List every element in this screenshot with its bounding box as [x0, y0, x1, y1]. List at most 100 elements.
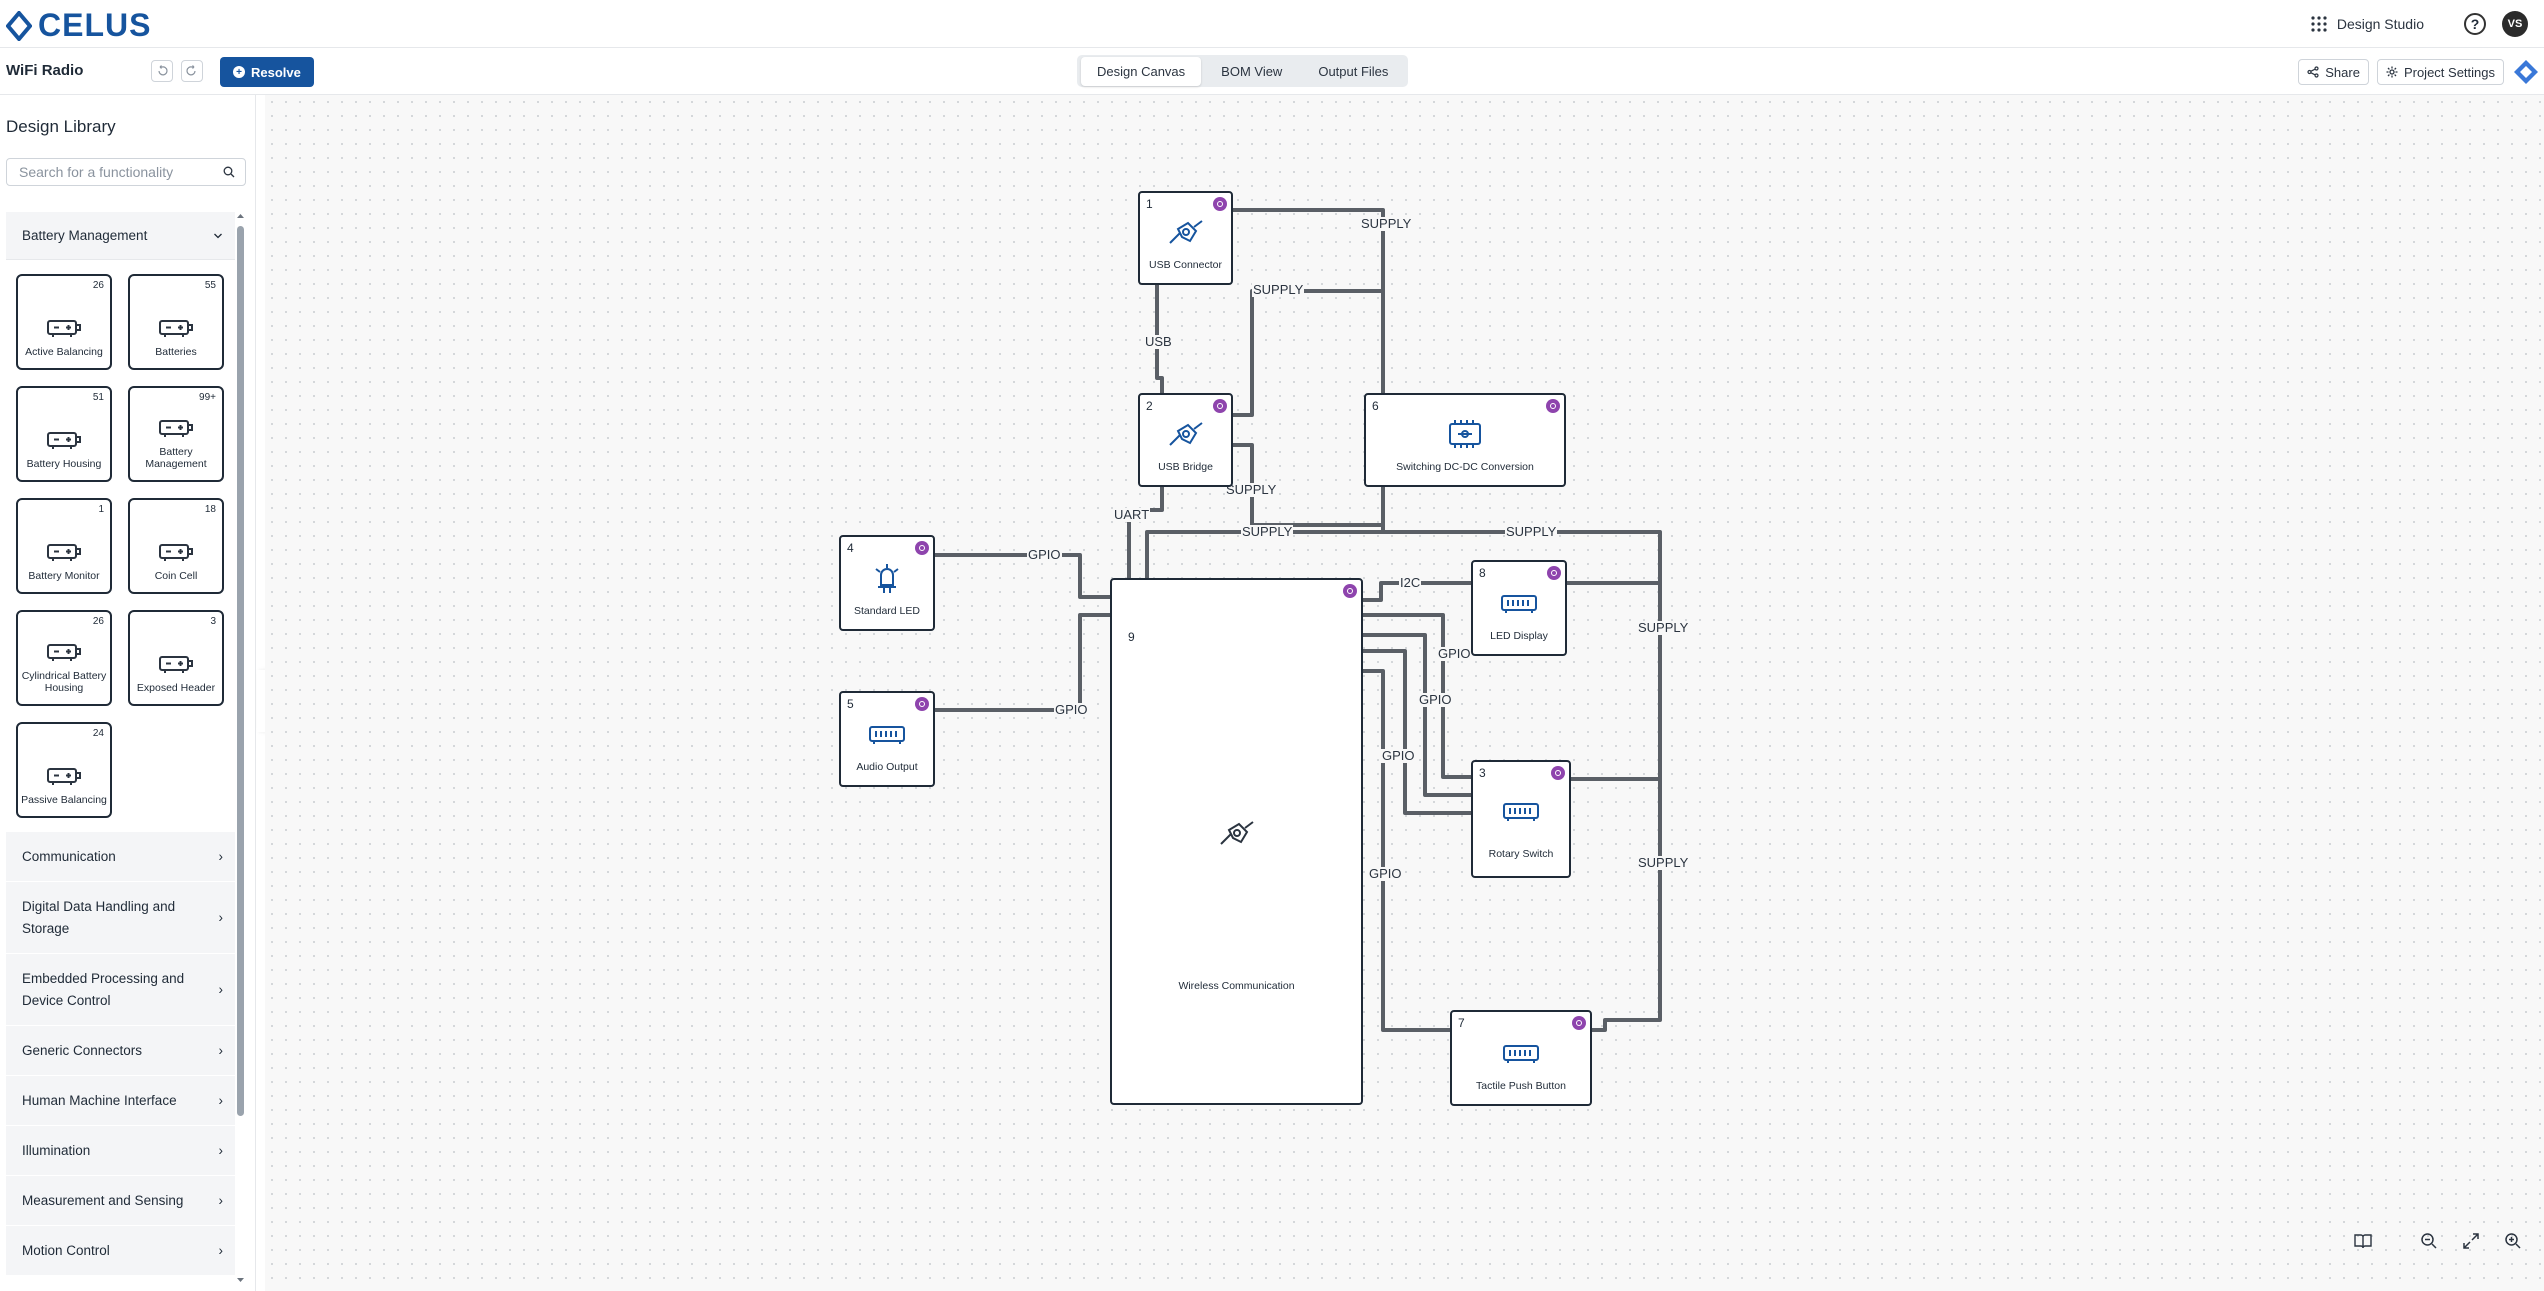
- component-label: Exposed Header: [136, 682, 216, 694]
- block-name: Wireless Communication: [1178, 980, 1295, 992]
- design-library-sidebar: Design Library Battery Management 26Acti…: [0, 95, 256, 1291]
- scroll-down-icon[interactable]: [236, 1276, 245, 1284]
- block-switching-dcdc[interactable]: 6 Switching DC-DC Conversion: [1364, 393, 1566, 487]
- label-uart: UART: [1113, 507, 1151, 522]
- wire-supply-1: [1233, 208, 1385, 487]
- status-badge[interactable]: [1343, 584, 1357, 598]
- block-usb-bridge[interactable]: 2 USB Bridge: [1138, 393, 1233, 487]
- block-rotary-switch[interactable]: 3 Rotary Switch: [1471, 760, 1571, 878]
- redo-button[interactable]: [181, 60, 203, 82]
- library-search: [6, 158, 246, 186]
- redo-icon: [186, 65, 196, 76]
- block-standard-led[interactable]: 4 Standard LED: [839, 535, 935, 631]
- status-badge[interactable]: [1546, 399, 1560, 413]
- project-settings-label: Project Settings: [2403, 64, 2495, 80]
- label-supply: SUPPLY: [1252, 282, 1305, 297]
- label-supply: SUPPLY: [1241, 524, 1294, 539]
- zoom-out-button[interactable]: [2413, 1225, 2445, 1257]
- search-icon[interactable]: [223, 166, 235, 178]
- design-studio-menu[interactable]: Design Studio: [2311, 16, 2424, 32]
- wire-supply-led: [1565, 580, 1662, 585]
- category-embedded-processing[interactable]: Embedded Processing and Device Control›: [6, 954, 235, 1026]
- category-digital-data-handling[interactable]: Digital Data Handling and Storage›: [6, 882, 235, 954]
- block-name: USB Connector: [1149, 259, 1222, 271]
- block-name: Switching DC-DC Conversion: [1396, 461, 1534, 473]
- help-icon[interactable]: ?: [2464, 12, 2486, 35]
- assistant-button[interactable]: [2512, 58, 2540, 86]
- status-badge[interactable]: [1547, 566, 1561, 580]
- component-card[interactable]: 99+Battery Management: [128, 386, 224, 482]
- block-tactile-push-button[interactable]: 7 Tactile Push Button: [1450, 1010, 1592, 1106]
- category-generic-connectors[interactable]: Generic Connectors›: [6, 1026, 235, 1076]
- component-count: 99+: [199, 392, 216, 403]
- scroll-up-icon[interactable]: [236, 212, 245, 220]
- battery-icon: [47, 432, 81, 449]
- status-badge[interactable]: [1551, 766, 1565, 780]
- label-supply: SUPPLY: [1505, 524, 1558, 539]
- category-label: Embedded Processing and Device Control: [22, 970, 185, 1008]
- component-count: 18: [204, 504, 216, 515]
- block-wireless-communication[interactable]: 9 Wireless Communication: [1110, 578, 1363, 1105]
- user-avatar[interactable]: VS: [2502, 10, 2528, 37]
- category-motion-control[interactable]: Motion Control›: [6, 1226, 235, 1276]
- block-usb-connector[interactable]: 1 USB Connector: [1138, 191, 1233, 285]
- category-illumination[interactable]: Illumination›: [6, 1126, 235, 1176]
- category-label: Motion Control: [22, 1243, 110, 1258]
- category-measurement-sensing[interactable]: Measurement and Sensing›: [6, 1176, 235, 1226]
- top-bar: CELUS Design Studio ? VS: [0, 0, 2544, 48]
- design-canvas[interactable]: SUPPLY SUPPLY USB SUPPLY UART SUPPLY SUP…: [265, 95, 2544, 1291]
- fit-view-button[interactable]: [2455, 1225, 2487, 1257]
- status-badge[interactable]: [915, 697, 929, 711]
- undo-icon: [158, 65, 168, 76]
- wire-usb: [1155, 285, 1164, 393]
- design-studio-label: Design Studio: [2336, 15, 2424, 32]
- block-name: Audio Output: [856, 761, 918, 773]
- block-led-display[interactable]: 8 LED Display: [1471, 560, 1567, 656]
- category-human-machine-interface[interactable]: Human Machine Interface›: [6, 1076, 235, 1126]
- led-icon: [875, 564, 899, 593]
- category-battery-management[interactable]: Battery Management: [6, 212, 235, 260]
- status-badge[interactable]: [915, 541, 929, 555]
- resolve-icon: +: [233, 66, 245, 78]
- expand-icon: [2463, 1233, 2479, 1249]
- status-badge[interactable]: [1213, 399, 1227, 413]
- label-supply: SUPPLY: [1360, 216, 1413, 231]
- block-number: 6: [1372, 399, 1379, 413]
- share-button[interactable]: Share: [2298, 59, 2369, 85]
- tab-design-canvas[interactable]: Design Canvas: [1081, 56, 1202, 86]
- apps-grid-icon: [2311, 15, 2327, 32]
- block-audio-output[interactable]: 5 Audio Output: [839, 691, 935, 787]
- block-number: 5: [847, 697, 854, 711]
- tab-output-files[interactable]: Output Files: [1318, 63, 1389, 79]
- celus-logo[interactable]: CELUS: [6, 7, 151, 44]
- chevron-right-icon: ›: [218, 909, 224, 925]
- scroll-thumb[interactable]: [237, 226, 244, 1116]
- undo-button[interactable]: [151, 60, 173, 82]
- status-badge[interactable]: [1213, 197, 1227, 211]
- library-search-input[interactable]: [17, 163, 223, 181]
- block-number: 7: [1458, 1016, 1465, 1030]
- zoom-in-button[interactable]: [2497, 1225, 2529, 1257]
- battery-icon: [47, 644, 81, 661]
- library-scrollbar[interactable]: [236, 212, 245, 1284]
- project-name[interactable]: WiFi Radio: [6, 62, 84, 79]
- block-name: Tactile Push Button: [1476, 1080, 1566, 1092]
- map-view-button[interactable]: [2347, 1225, 2379, 1257]
- tab-bom-view[interactable]: BOM View: [1221, 63, 1283, 79]
- resolve-button[interactable]: + Resolve: [220, 57, 314, 87]
- label-gpio: GPIO: [1437, 646, 1472, 661]
- brand-name: CELUS: [38, 7, 152, 43]
- component-count: 24: [92, 728, 104, 739]
- project-settings-button[interactable]: Project Settings: [2376, 59, 2504, 85]
- status-badge[interactable]: [1572, 1016, 1586, 1030]
- category-communication[interactable]: Communication›: [6, 832, 235, 882]
